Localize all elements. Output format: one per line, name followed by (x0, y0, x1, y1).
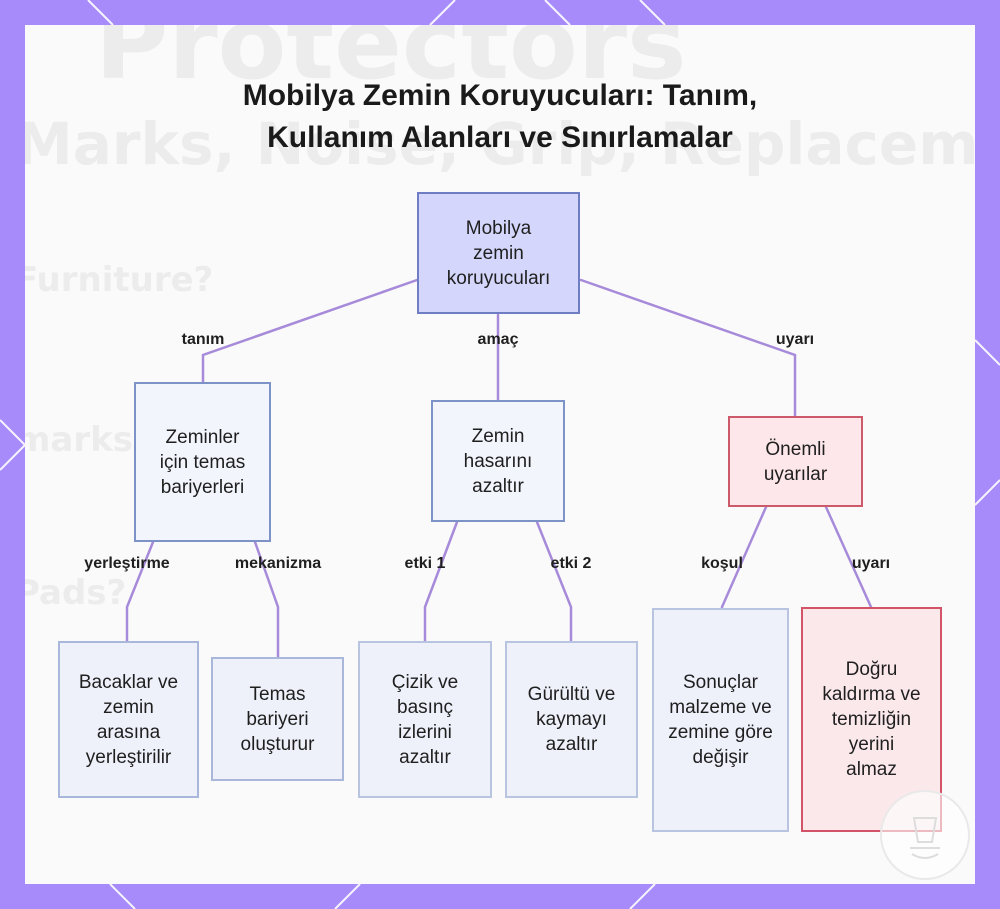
node-effect2: Gürültü ve kaymayı azaltır (505, 641, 638, 798)
node-definition: Zeminler için temas bariyerleri (134, 382, 271, 542)
edge-label-amac: amaç (478, 330, 519, 350)
edge-label-etki1: etki 1 (405, 554, 446, 574)
edge-root-definition (203, 280, 417, 383)
watermark-logo (880, 790, 970, 880)
cup-icon (882, 792, 968, 878)
edge-label-yerlestirme: yerleştirme (84, 554, 169, 574)
node-effect1: Çizik ve basınç izlerini azaltır (358, 641, 492, 798)
edge-label-etki2: etki 2 (551, 554, 592, 574)
edge-purpose-effect2 (537, 522, 571, 642)
node-root: Mobilya zemin koruyucuları (417, 192, 580, 314)
edge-purpose-effect1 (425, 522, 457, 642)
node-purpose: Zemin hasarını azaltır (431, 400, 565, 522)
node-placement: Bacaklar ve zemin arasına yerleştirilir (58, 641, 199, 798)
node-condition: Sonuçlar malzeme ve zemine göre değişir (652, 608, 789, 832)
edge-label-uyari-bottom: uyarı (852, 554, 890, 574)
edge-label-uyari-top: uyarı (776, 330, 814, 350)
node-warning: Önemli uyarılar (728, 416, 863, 507)
edge-label-mekanizma: mekanizma (235, 554, 321, 574)
edge-label-tanim: tanım (182, 330, 225, 350)
edge-label-kosul: koşul (701, 554, 743, 574)
edge-root-warning (581, 280, 795, 417)
node-mechanism: Temas bariyeri oluşturur (211, 657, 344, 781)
diagram-panel: Protectors Marks, Noise, Grip, Replaceme… (25, 25, 975, 884)
